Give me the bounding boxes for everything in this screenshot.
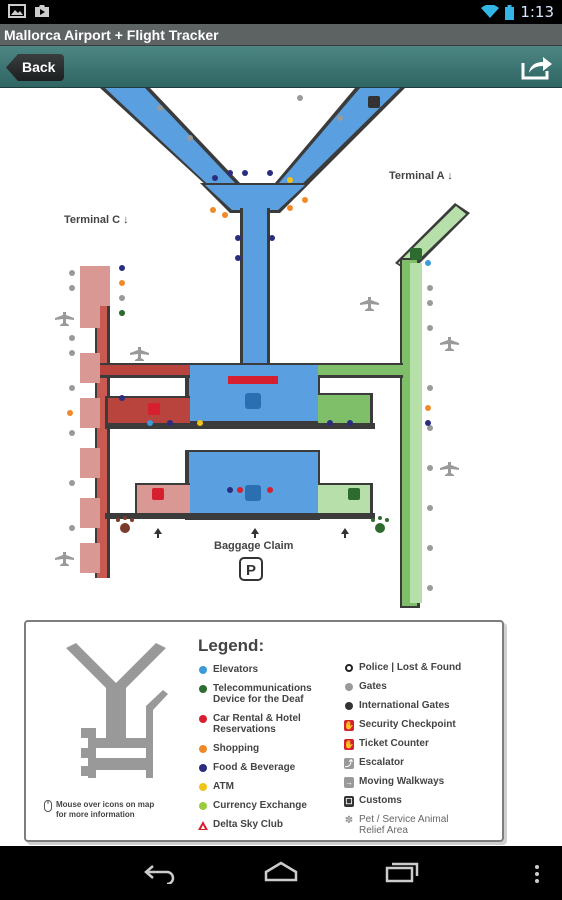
- legend-item-tdd: Telecommunications Device for the Deaf: [198, 683, 348, 705]
- terminal-map-drawing[interactable]: P: [0, 88, 562, 618]
- tdd-icon: [199, 685, 207, 693]
- parking-icon[interactable]: P: [239, 557, 263, 581]
- terminal-b-concourses: [100, 88, 405, 520]
- ticket-counter-icon[interactable]: [152, 488, 164, 500]
- amenity-markers: [67, 170, 431, 493]
- share-icon[interactable]: [520, 53, 554, 81]
- legend-item-ticket-counter: ✋Ticket Counter: [344, 738, 429, 750]
- terminal-c-label: Terminal C ↓: [64, 214, 129, 226]
- mouse-over-note: Mouse over icons on map for more informa…: [44, 800, 166, 820]
- baggage-walkway: [105, 513, 375, 519]
- legend-item-elevators: Elevators: [198, 664, 348, 675]
- delta-logo-icon: [198, 820, 208, 830]
- terminal-c-concourse: [80, 266, 190, 578]
- legend-item-food: Food & Beverage: [198, 762, 348, 773]
- airplane-icons: [55, 297, 459, 566]
- mini-map-icon: [66, 643, 168, 778]
- back-button[interactable]: Back: [6, 54, 65, 81]
- gate-icon: [345, 683, 353, 691]
- baggage-claim-label: Baggage Claim: [214, 540, 294, 552]
- escalator-icon[interactable]: [410, 248, 422, 260]
- legend-item-police: Police | Lost & Found: [344, 662, 494, 673]
- legend-item-escalator: ⤴Escalator: [344, 757, 405, 769]
- ticketing-walkway: [105, 423, 375, 429]
- overflow-menu-icon[interactable]: [534, 864, 540, 884]
- customs-icon[interactable]: [368, 96, 380, 108]
- legend-item-car-rental: Car Rental & Hotel Reservations: [198, 713, 348, 735]
- map-legend: Legend: Elevators Telecommunications Dev…: [24, 620, 504, 842]
- app-title-bar: Mallorca Airport + Flight Tracker: [0, 24, 562, 46]
- escalator-icon: ⤴: [344, 757, 354, 769]
- navigation-bar: Back: [0, 46, 562, 88]
- terminal-a-label: Terminal A ↓: [389, 170, 453, 182]
- ticket-counter-icon: ✋: [344, 738, 354, 750]
- customs-icon: ☐: [344, 795, 354, 807]
- system-navigation-bar: [0, 846, 562, 900]
- security-checkpoint-icon: ✋: [344, 719, 354, 731]
- wifi-icon: [481, 5, 500, 18]
- legend-column-left: Elevators Telecommunications Device for …: [198, 664, 348, 838]
- media-play-icon: [35, 5, 49, 17]
- car-rental-icon: [199, 715, 207, 723]
- moving-walkway-icon: →: [344, 776, 354, 788]
- police-icon: [345, 664, 353, 672]
- legend-item-pet-relief: ✽Pet / Service Animal Relief Area: [344, 814, 449, 836]
- legend-item-international-gates: International Gates: [344, 700, 494, 711]
- legend-item-atm: ATM: [198, 781, 348, 792]
- elevator-icon: [199, 666, 207, 674]
- arrow-down-icon: ↓: [447, 170, 453, 182]
- escalator-icon[interactable]: [245, 393, 261, 409]
- mouse-icon: [44, 800, 52, 812]
- legend-item-currency: Currency Exchange: [198, 800, 348, 811]
- pet-relief-icon[interactable]: [116, 516, 134, 533]
- terminal-a-concourse: [318, 203, 470, 608]
- security-checkpoint-icon[interactable]: [228, 376, 278, 384]
- legend-item-moving-walkways: →Moving Walkways: [344, 776, 445, 788]
- legend-title: Legend:: [198, 636, 265, 655]
- pet-relief-icon[interactable]: [371, 516, 389, 533]
- legend-item-customs: ☐Customs: [344, 795, 402, 807]
- security-checkpoint-icon[interactable]: [148, 403, 160, 415]
- legend-item-delta-sky-club: Delta Sky Club: [198, 819, 348, 830]
- recent-apps-icon[interactable]: [384, 860, 420, 884]
- parking-label: P: [246, 562, 256, 579]
- paw-icon: ✽: [344, 814, 354, 826]
- baggage-arrows: [154, 528, 349, 538]
- back-nav-icon[interactable]: [143, 860, 179, 884]
- app-title: Mallorca Airport + Flight Tracker: [4, 27, 219, 43]
- escalator-icon[interactable]: [348, 488, 360, 500]
- shopping-icon: [199, 745, 207, 753]
- arrow-down-icon: ↓: [123, 214, 129, 226]
- international-gate-icon: [345, 702, 353, 710]
- currency-exchange-icon: [199, 802, 207, 810]
- atm-icon: [199, 783, 207, 791]
- escalator-icon[interactable]: [245, 485, 261, 501]
- gallery-icon: [8, 4, 26, 18]
- food-icon: [199, 764, 207, 772]
- status-time: 1:13: [520, 3, 554, 21]
- legend-column-right: Police | Lost & Found Gates Internationa…: [344, 662, 494, 844]
- legend-item-security: ✋Security Checkpoint: [344, 719, 456, 731]
- airport-map: P Terminal C ↓ Terminal A ↓ Baggage Clai…: [0, 88, 562, 846]
- legend-item-gates: Gates: [344, 681, 494, 692]
- legend-item-shopping: Shopping: [198, 743, 348, 754]
- battery-icon: [505, 4, 515, 20]
- home-nav-icon[interactable]: [263, 860, 299, 884]
- status-bar: 1:13: [0, 0, 562, 24]
